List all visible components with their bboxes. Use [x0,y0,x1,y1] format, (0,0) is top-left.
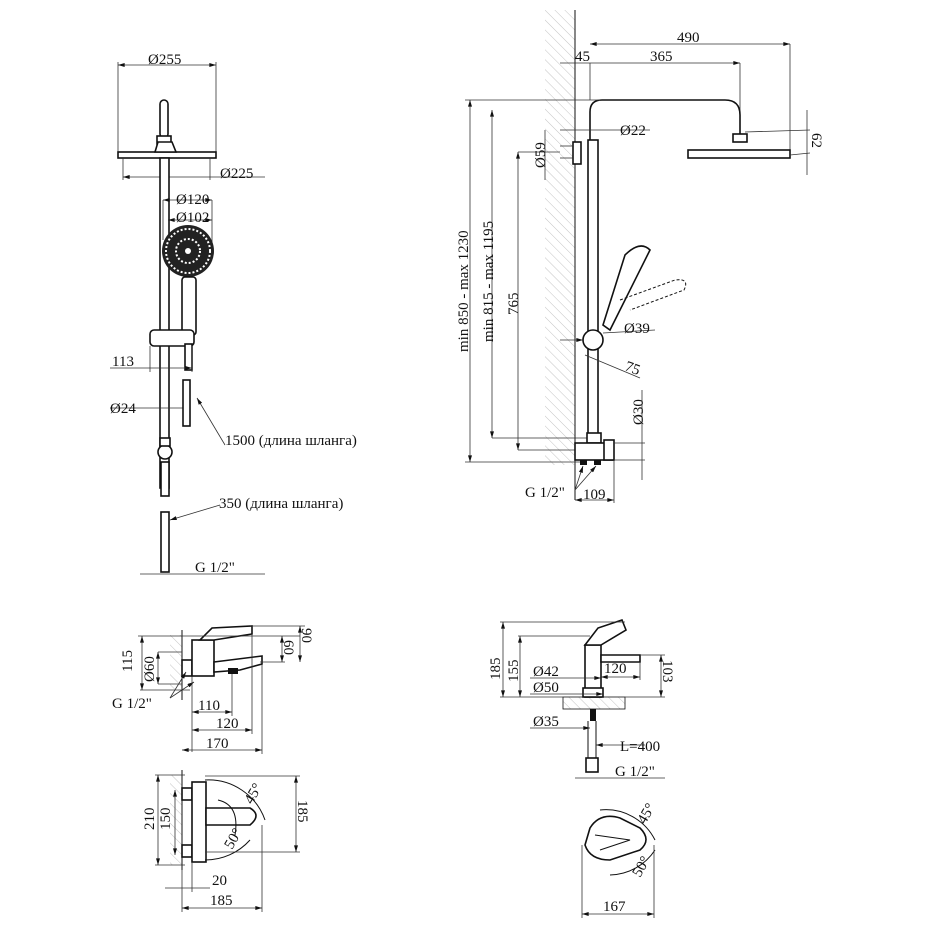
holder-side [582,329,604,351]
countertop [562,696,626,710]
bath-mixer-top: 210 150 45° 50° 185 20 185 [142,770,310,912]
dim-basin-spout-height: 103 [659,660,675,683]
front-view: Ø255 Ø225 Ø120 Ø102 113 Ø24 1500 (длина … [110,52,357,576]
dim-head-inner-diameter: Ø225 [220,166,253,182]
shower-rail-side [587,139,599,441]
dim-bracket-spacing: 765 [506,293,522,316]
dim-total-reach: 490 [677,30,700,46]
label-basin-hose-length: L=400 [620,739,660,755]
dim-basin-base-diameter: Ø50 [533,680,559,696]
shower-arm [589,99,741,140]
dim-pipe-diameter: Ø22 [620,123,646,139]
dim-bracket-diameter: Ø59 [533,142,549,168]
dim-bath-width-outer: 210 [142,808,158,831]
dim-head-height: 62 [808,133,824,148]
dim-bath-depth: 185 [294,800,310,823]
basin-mixer-side: 185 155 Ø42 Ø50 120 103 Ø35 L=400 G 1/2" [488,619,675,780]
dim-basin-angle-right: 50° [630,854,654,880]
dim-basin-angle-left: 45° [635,801,659,827]
dim-arm-reach: 365 [650,49,673,65]
dim-basin-stud-diameter: Ø35 [533,714,559,730]
dim-holder-diameter: Ø39 [624,321,650,337]
dim-hand-shower-diameter: Ø120 [176,192,209,208]
label-hose-long: 1500 (длина шланга) [225,433,357,449]
label-side-connection: G 1/2" [525,485,565,501]
rain-head [117,151,217,159]
bath-mixer-body-top [191,781,207,863]
hand-shower-side [602,245,651,332]
dim-basin-length: 167 [603,899,626,915]
slide-holder [149,329,195,347]
dim-hand-shower-face-diameter: Ø102 [176,210,209,226]
hose-short [160,511,170,573]
dim-basin-spout-length: 120 [604,661,627,677]
label-hose-short: 350 (длина шланга) [219,496,343,512]
dim-mixer-diameter: Ø30 [631,399,647,425]
dim-bath-body-height: 60 [280,640,296,655]
dim-basin-height-body: 155 [506,660,522,683]
wall [545,10,575,465]
rain-head-side [687,149,791,159]
dim-holder-offset: 113 [112,354,134,370]
dim-mixer-depth: 109 [583,487,606,503]
label-bath-connection: G 1/2" [112,696,152,712]
bath-mixer-side: 115 Ø60 60 90 G 1/2" 110 120 170 [112,625,314,754]
hose-long [182,379,191,427]
head-arm [159,99,169,139]
dim-head-diameter: Ø255 [148,52,181,68]
basin-mixer-top: 45° 50° 167 [581,801,659,918]
dim-bath-lever-height: 90 [298,628,314,643]
label-basin-connection: G 1/2" [615,764,655,780]
dim-bath-offset: 20 [212,873,227,889]
dim-height-total: min 850 - max 1230 [456,230,472,352]
dim-bath-spout-length: 110 [198,698,220,714]
dim-bath-width-inner: 150 [158,808,174,831]
side-view: 490 45 365 Ø22 62 Ø59 min 850 - max 1230… [456,10,824,503]
dim-bath-angle-right: 50° [222,826,246,852]
bath-mixer-body [191,639,215,677]
dim-basin-body-diameter: Ø42 [533,664,559,680]
dim-bath-total-length: 170 [206,736,229,752]
dim-bath-length: 185 [210,893,233,909]
dim-bath-angle-left: 45° [242,781,266,807]
dim-bath-flange-diameter: Ø60 [142,656,158,682]
dim-rail-diameter: Ø24 [110,401,136,417]
dim-holder-length: 75 [623,359,643,379]
dim-height-rail: min 815 - max 1195 [481,221,497,342]
label-connection: G 1/2" [195,560,235,576]
dim-basin-height-total: 185 [488,658,504,681]
hand-shower-handle [181,276,197,336]
dim-bath-body-length: 120 [216,716,239,732]
dim-wall-offset: 45 [575,49,590,65]
dim-bath-height-total: 115 [120,650,136,672]
